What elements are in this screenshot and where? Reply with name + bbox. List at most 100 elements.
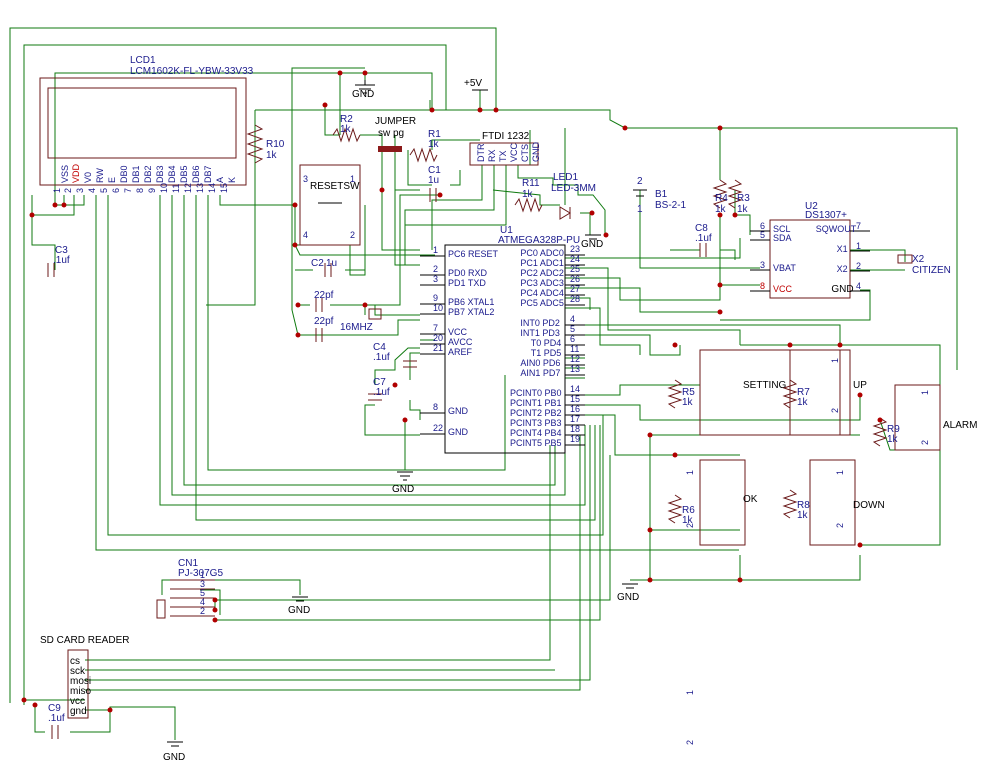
btn-ok-pin2: 2 bbox=[685, 523, 695, 528]
capacitor-c9: C9 .1uf bbox=[48, 703, 65, 739]
gnd-symbol-led: GND bbox=[581, 234, 603, 250]
lcd-pin-db3: DB3 bbox=[155, 165, 165, 183]
r8-value: 1k bbox=[797, 510, 809, 521]
resistor-r3: R3 1k bbox=[727, 179, 750, 215]
mcu-pin-name-18: PCINT4 PB4 bbox=[510, 428, 562, 438]
rtc-pin-num-1: 1 bbox=[856, 241, 861, 251]
resistor-r9: R9 1k bbox=[872, 417, 900, 447]
sd-pin-mosi: mosi bbox=[70, 676, 91, 687]
junction-dot bbox=[672, 452, 678, 458]
jumper: JUMPER sw pg bbox=[375, 116, 416, 152]
capacitor-c1: C1 1u bbox=[428, 165, 441, 202]
junction-dot bbox=[292, 242, 298, 248]
sd-pin-sck: sck bbox=[70, 666, 86, 677]
junction-dot bbox=[787, 342, 793, 348]
resistor-r10: R10 1k bbox=[246, 124, 285, 164]
gnd-label-mcu: GND bbox=[392, 484, 414, 495]
mcu-pin-num-1: 1 bbox=[433, 245, 438, 255]
mcu-pin-name-5: INT1 PD3 bbox=[520, 328, 560, 338]
mcu-pin-name-7: VCC bbox=[448, 327, 468, 337]
junction-dot bbox=[647, 432, 653, 438]
r6-value: 1k bbox=[682, 515, 694, 526]
btn-up-pin2: 2 bbox=[830, 408, 840, 413]
lcd-pin-e: E bbox=[107, 177, 117, 183]
c4-value: .1uf bbox=[373, 352, 390, 363]
btn-alarm-pin1: 1 bbox=[920, 390, 930, 395]
capacitor-c7: C7 .1uf bbox=[368, 377, 390, 401]
junction-dot bbox=[717, 309, 723, 315]
mcu-pin-name-14: PCINT0 PB0 bbox=[510, 388, 562, 398]
junction-dot bbox=[603, 232, 609, 238]
c22b-value: 22pf bbox=[314, 316, 334, 327]
cn1-pin-2: 2 bbox=[200, 606, 205, 616]
junction-dot bbox=[21, 697, 27, 703]
c2-value: 1u bbox=[326, 258, 337, 269]
c8-ref: C8 bbox=[695, 223, 708, 234]
resetsw-pin1: 1 bbox=[350, 174, 355, 184]
gnd-label-led: GND bbox=[581, 239, 603, 250]
resistor-r6: R6 1k bbox=[667, 494, 695, 526]
sd-pin-gnd: gnd bbox=[70, 706, 87, 717]
rtc-pin-name-x2: X2 bbox=[837, 264, 848, 274]
c1-value: 1u bbox=[428, 175, 439, 186]
junction-dot bbox=[392, 382, 398, 388]
rtc-part: DS1307+ bbox=[805, 210, 847, 221]
up-label: UP bbox=[853, 380, 867, 391]
junction-dot bbox=[672, 342, 678, 348]
junction-dot bbox=[437, 192, 443, 198]
rtc-pin-num-8: 8 bbox=[760, 281, 765, 291]
junction-dot bbox=[322, 102, 328, 108]
mcu-pin-num-9: 9 bbox=[433, 293, 438, 303]
mcu-pin-num-10: 10 bbox=[433, 303, 443, 313]
cn1-ref: CN1 bbox=[178, 558, 198, 569]
mcu-pin-name-22: GND bbox=[448, 427, 469, 437]
lcd-part: LCM1602K-FL-YBW-33V33 bbox=[130, 66, 254, 77]
rtc-pin-name-gnd: GND bbox=[831, 284, 853, 295]
mcu-pin-name-21: AREF bbox=[448, 347, 473, 357]
resistor-r2: R2 1k bbox=[332, 114, 361, 143]
resetsw-outline bbox=[299, 164, 361, 246]
c4-ref: C4 bbox=[373, 342, 386, 353]
r2-ref: R2 bbox=[340, 114, 353, 125]
c22a-value: 22pf bbox=[314, 290, 334, 301]
junction-dot bbox=[379, 187, 385, 193]
lcd-screen bbox=[47, 87, 237, 159]
mcu-pin-num-25: 25 bbox=[570, 264, 580, 274]
xtal-value: 16MHZ bbox=[340, 322, 373, 333]
btn-setting-pin1: 1 bbox=[685, 690, 695, 695]
r8-ref: R8 bbox=[797, 500, 810, 511]
resistor-r7: R7 1k bbox=[782, 379, 810, 409]
ftdi-pin-cts: CTS bbox=[520, 144, 530, 162]
rtc-ref: U2 bbox=[805, 201, 818, 212]
c3-ref: C3 bbox=[55, 245, 68, 256]
cn1-pin-5: 5 bbox=[200, 588, 205, 598]
gnd-symbol-cn1: GND bbox=[288, 596, 310, 616]
sd-pin-vcc: vcc bbox=[70, 696, 85, 707]
reset-switch: RESETSW 3 4 1 2 bbox=[299, 164, 361, 246]
junction-dot bbox=[589, 210, 595, 216]
mcu-pin-num-18: 18 bbox=[570, 424, 580, 434]
resistor-r5: R5 1k bbox=[667, 379, 695, 409]
r10-ref: R10 bbox=[266, 139, 285, 150]
r7-ref: R7 bbox=[797, 387, 810, 398]
crystal-x2: X2 CITIZEN bbox=[897, 254, 951, 276]
rtc-pin-name-vcc: VCC bbox=[773, 284, 793, 294]
capacitor-c3: C3 .1uf bbox=[47, 245, 70, 277]
lcd-pin-num-2: 2 bbox=[63, 188, 73, 193]
resistor-r1: R1 1k bbox=[409, 129, 441, 163]
rtc-pin-num-4: 4 bbox=[856, 281, 861, 291]
c2-ref: C2 bbox=[311, 258, 324, 269]
junction-dot bbox=[212, 617, 218, 623]
mcu-pin-name-13: AIN1 PD7 bbox=[520, 368, 560, 378]
junction-dot bbox=[52, 202, 58, 208]
cn1-pin-3: 3 bbox=[200, 579, 205, 589]
c9-value: .1uf bbox=[48, 713, 65, 724]
mcu-pin-num-24: 24 bbox=[570, 254, 580, 264]
ftdi-outline bbox=[469, 142, 539, 166]
junction-dot bbox=[362, 70, 368, 76]
rtc-pin-name-scl: SCL bbox=[773, 224, 791, 234]
x2-value: CITIZEN bbox=[912, 265, 951, 276]
